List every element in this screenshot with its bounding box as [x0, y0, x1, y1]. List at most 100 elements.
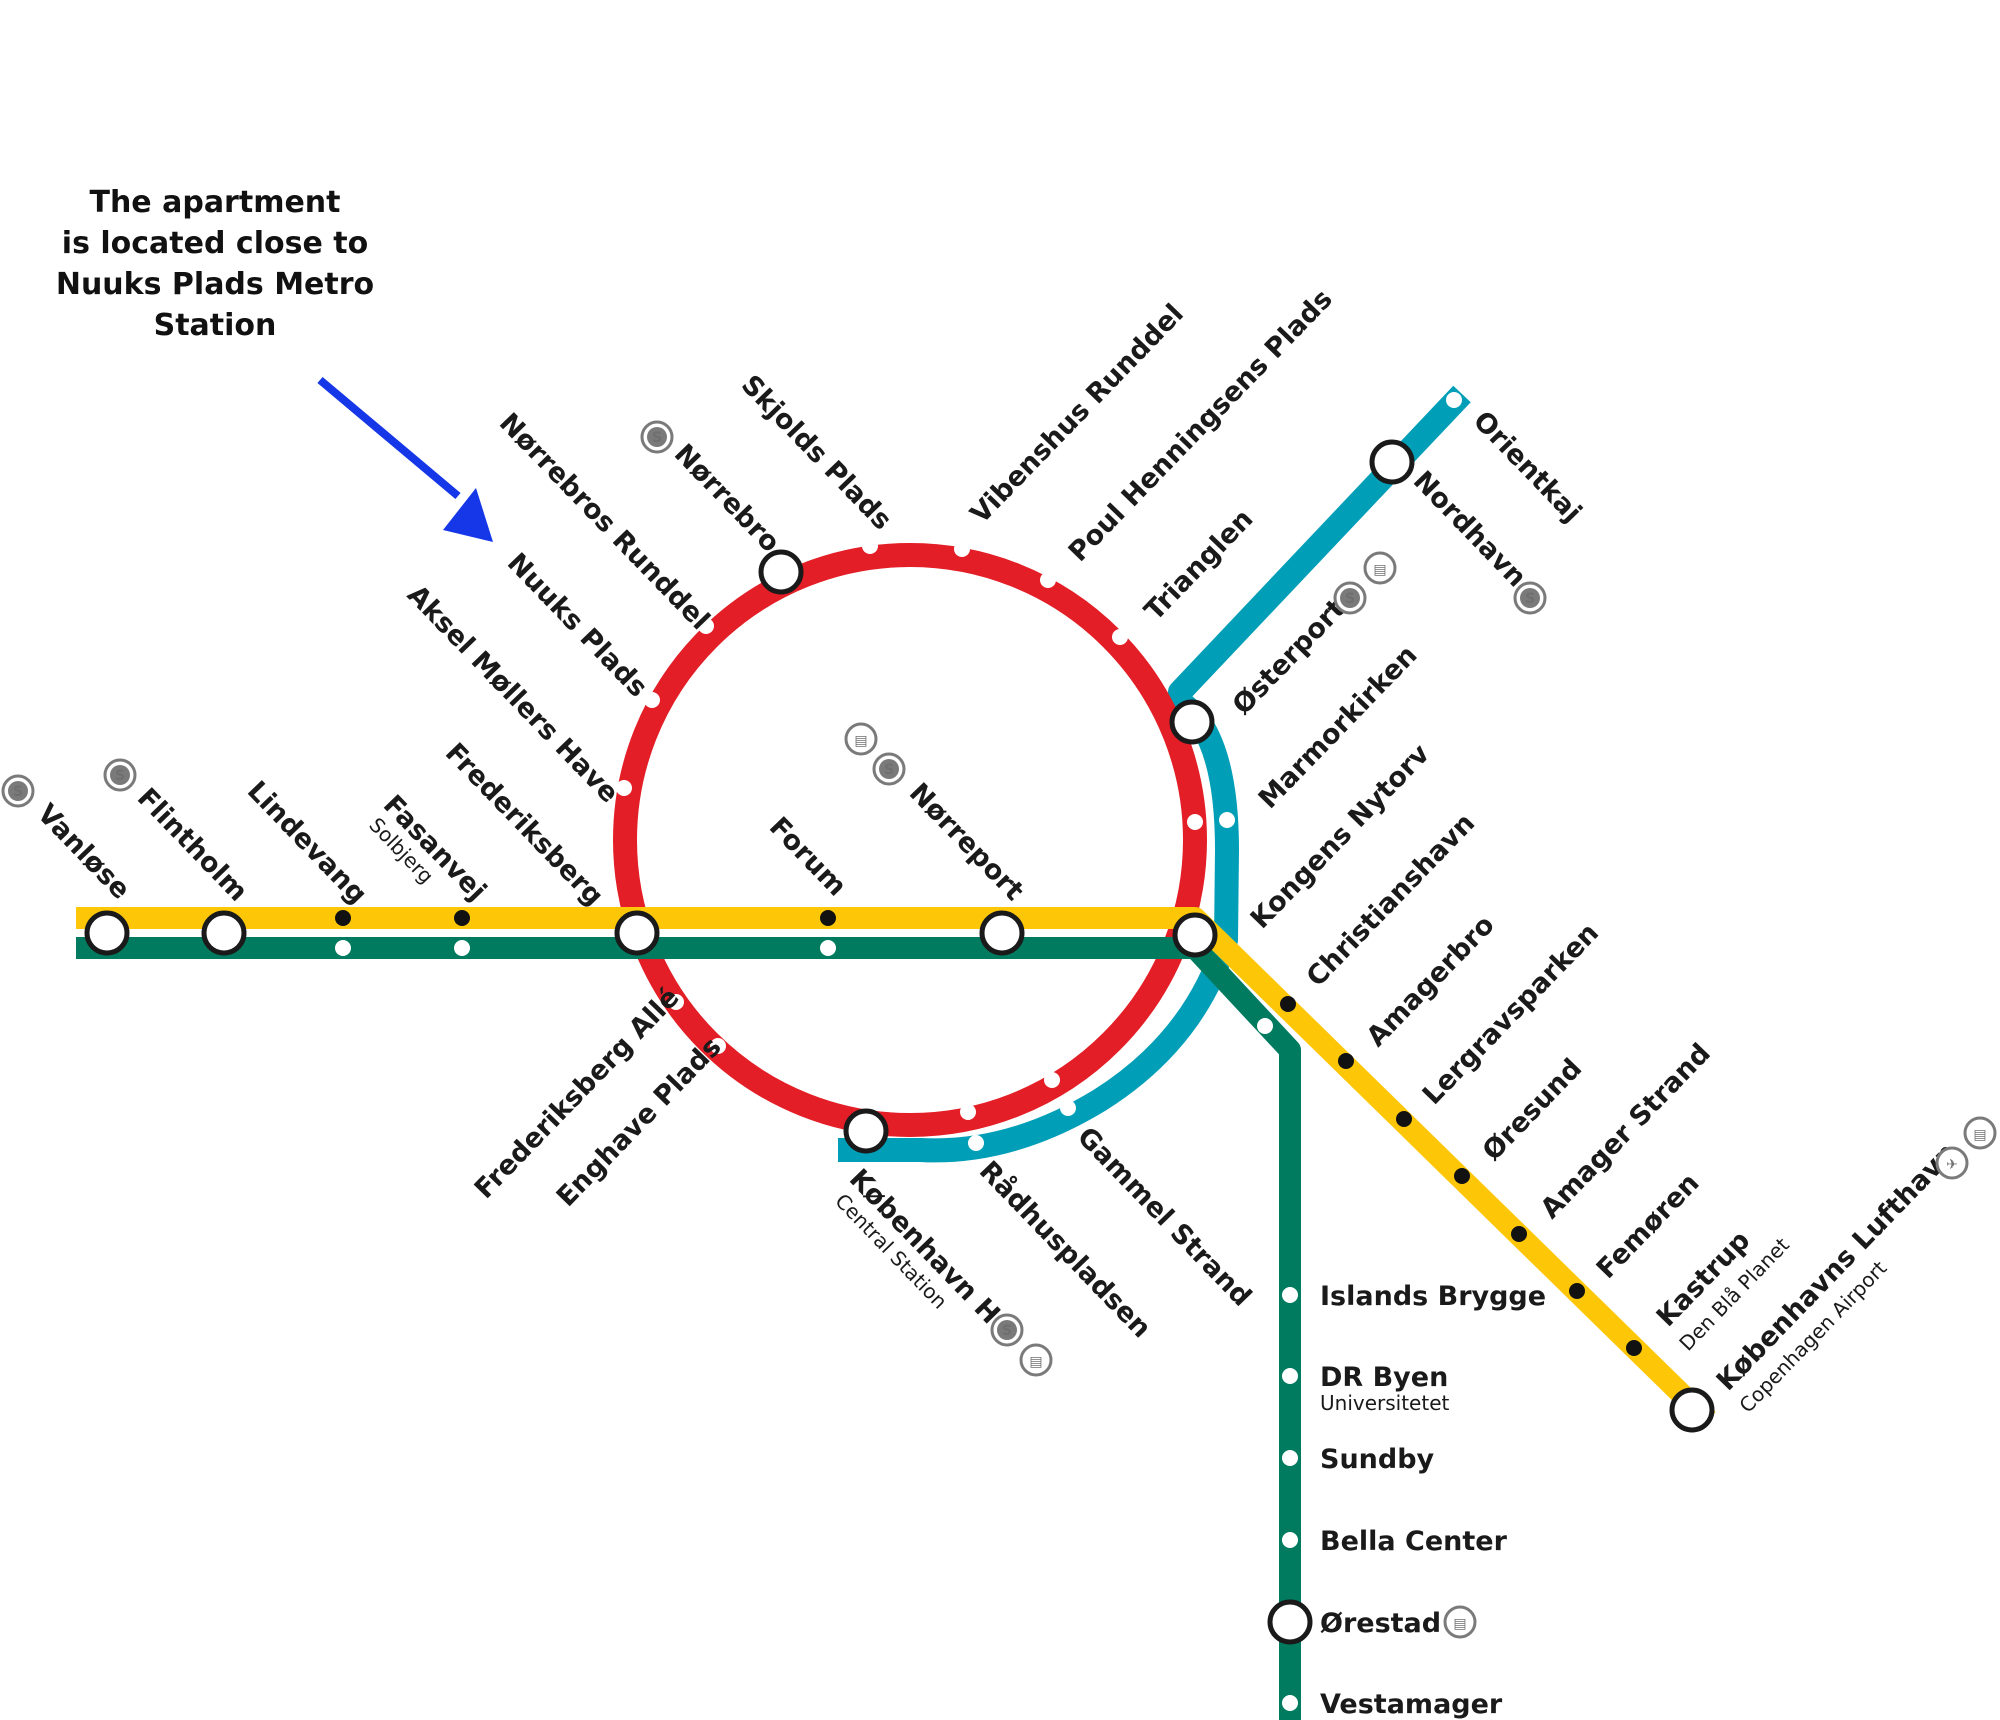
stop-dot-dr-byen	[1282, 1368, 1298, 1384]
label-femoren[interactable]: Femøren	[1591, 1168, 1706, 1285]
stop-dot-lindevang-m1	[335, 940, 351, 956]
stop-dot-orientkaj	[1446, 392, 1462, 408]
label-vibenshus-runddel[interactable]: Vibenshus Runddel	[965, 298, 1190, 530]
stop-dot-norrebros-runddel	[698, 618, 714, 634]
label-nordhavn[interactable]: Nordhavn	[1407, 465, 1532, 593]
label-poul-henningsens-plads[interactable]: Poul Henningsens Plads	[1063, 284, 1339, 568]
arrow-head-icon	[443, 488, 493, 542]
stop-dot-aksel-mollers-have	[616, 780, 632, 796]
stop-dot-bella-center	[1282, 1532, 1298, 1548]
stop-dot-vestamager	[1282, 1695, 1298, 1711]
stop-dot-christianshavn-m2	[1280, 996, 1296, 1012]
label-trianglen[interactable]: Trianglen	[1139, 503, 1260, 626]
label-dr-byen-sub: Universitetet	[1320, 1391, 1450, 1415]
interchange-norreport[interactable]	[979, 910, 1025, 956]
interchange-vanlose[interactable]	[84, 910, 130, 956]
stop-dot-forum-m1	[820, 940, 836, 956]
label-kobenhavn-h[interactable]: København H	[843, 1163, 1006, 1330]
label-bella-center[interactable]: Bella Center	[1320, 1526, 1508, 1557]
stop-dot-islands-brygge	[1282, 1287, 1298, 1303]
s-train-icon: S	[990, 1313, 1024, 1347]
stop-dot-sundby	[1282, 1450, 1298, 1466]
transfer-badges: S S S ▤ S S ▤ S S ▤ ✈ ▤ ▤	[1, 420, 1997, 1639]
stop-dot-marmorkirken-m3	[1187, 814, 1203, 830]
train-icon: ▤	[1363, 551, 1397, 585]
line-m4-track	[838, 385, 1471, 1163]
interchange-osterport[interactable]	[1169, 699, 1215, 745]
stop-dot-frederiksberg-alle	[668, 994, 684, 1010]
label-norrebros-runddel[interactable]: Nørrebros Runddel	[493, 407, 716, 636]
stop-dot-poul-henningsens-plads	[1040, 572, 1056, 588]
line-m3-ring	[613, 543, 1207, 1137]
label-norrebro[interactable]: Nørrebro	[668, 438, 786, 558]
stop-dot-fasanvej-m1	[454, 940, 470, 956]
s-train-icon: S	[640, 420, 674, 454]
train-icon: ▤	[1019, 1343, 1053, 1377]
stop-dot-forum-m2	[820, 910, 836, 926]
svg-text:▤: ▤	[854, 733, 867, 749]
stop-dot-vibenshus-runddel	[954, 541, 970, 557]
svg-text:S: S	[115, 768, 125, 784]
train-icon: ▤	[1443, 1605, 1477, 1639]
train-icon: ▤	[1963, 1116, 1997, 1150]
stop-dot-radhuspladsen-m3	[960, 1104, 976, 1120]
svg-text:S: S	[884, 762, 894, 778]
label-vestamager[interactable]: Vestamager	[1320, 1689, 1503, 1720]
stop-dot-oresund	[1454, 1168, 1470, 1184]
s-train-icon: S	[103, 758, 137, 792]
interchange-lufthavn[interactable]	[1669, 1387, 1715, 1433]
annotation-arrow	[317, 376, 493, 542]
svg-text:✈: ✈	[1946, 1157, 1958, 1173]
label-orientkaj[interactable]: Orientkaj	[1467, 405, 1588, 528]
interchange-stations	[84, 439, 1715, 1645]
label-forum[interactable]: Forum	[763, 811, 852, 902]
interchange-flintholm[interactable]	[201, 910, 247, 956]
interchange-nordhavn[interactable]	[1369, 439, 1415, 485]
label-orestad[interactable]: Ørestad	[1320, 1608, 1441, 1639]
stop-dots-yellow	[335, 910, 1642, 1356]
label-aksel-mollers-have[interactable]: Aksel Møllers Have	[401, 579, 625, 809]
stop-dot-femoren	[1569, 1283, 1585, 1299]
annotation-line-1: The apartment	[89, 185, 341, 220]
stop-dot-marmorkirken-m4	[1219, 812, 1235, 828]
svg-text:S: S	[1345, 591, 1355, 607]
label-dr-byen[interactable]: DR Byen	[1320, 1362, 1448, 1393]
svg-text:S: S	[13, 784, 23, 800]
annotation-line-2: is located close to	[61, 226, 369, 261]
label-islands-brygge[interactable]: Islands Brygge	[1320, 1281, 1546, 1312]
stop-dot-christianshavn-m1	[1257, 1018, 1273, 1034]
interchange-kobenhavn-h[interactable]	[843, 1108, 889, 1154]
stop-dot-enghave-plads	[710, 1038, 726, 1054]
label-vanlose[interactable]: Vanløse	[31, 798, 136, 905]
stop-dots	[335, 392, 1462, 1711]
svg-text:▤: ▤	[1373, 562, 1386, 578]
s-train-icon: S	[1513, 581, 1547, 615]
stop-dot-amager-strand	[1511, 1226, 1527, 1242]
label-norreport[interactable]: Nørreport	[903, 777, 1030, 907]
label-lindevang[interactable]: Lindevang	[241, 775, 373, 910]
interchange-orestad[interactable]	[1267, 1599, 1313, 1645]
s-train-icon: S	[872, 752, 906, 786]
label-flintholm[interactable]: Flintholm	[131, 782, 254, 907]
svg-text:S: S	[652, 430, 662, 446]
svg-text:▤: ▤	[1453, 1616, 1466, 1632]
airplane-icon: ✈	[1935, 1146, 1969, 1180]
label-oresund[interactable]: Øresund	[1477, 1053, 1589, 1167]
annotation-line-4: Station	[153, 308, 277, 343]
label-enghave-plads[interactable]: Enghave Plads	[551, 1031, 728, 1213]
annotation-callout: The apartment is located close to Nuuks …	[50, 182, 380, 346]
train-icon: ▤	[844, 722, 878, 756]
stop-dot-nuuks-plads	[644, 692, 660, 708]
annotation-line-3: Nuuks Plads Metro	[55, 267, 375, 302]
interchange-norrebro[interactable]	[758, 549, 804, 595]
interchange-frederiksberg[interactable]	[614, 910, 660, 956]
stop-dot-amagerbro	[1338, 1053, 1354, 1069]
label-sundby[interactable]: Sundby	[1320, 1444, 1435, 1475]
stop-dot-skjolds-plads	[862, 538, 878, 554]
stop-dot-radhuspladsen-m4	[968, 1135, 984, 1151]
interchange-kongens-nytorv[interactable]	[1172, 912, 1218, 958]
stop-dot-trianglen	[1112, 629, 1128, 645]
svg-text:▤: ▤	[1029, 1354, 1042, 1370]
stop-dot-kastrup	[1626, 1340, 1642, 1356]
